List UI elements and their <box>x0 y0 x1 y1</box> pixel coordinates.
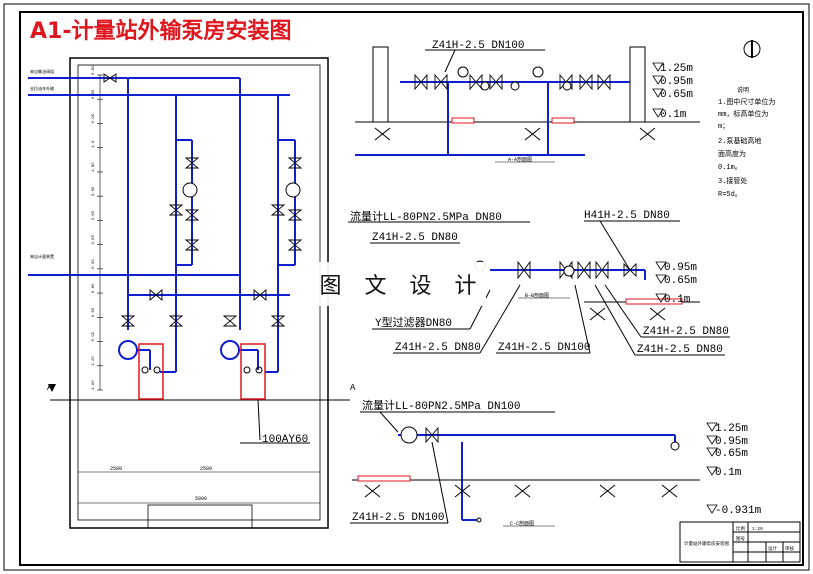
bb-flowmeter-label: 流量计LL-80PN2.5MPa DN80 <box>350 209 502 224</box>
elev-tick-label: 1.85 <box>92 162 96 172</box>
elev-tick-label: 1.25 <box>92 356 96 366</box>
bb-bottom-label-3: Z41H-2.5 DN80 <box>637 344 723 356</box>
plan-view: A A 0.650.650.951.61.853.053.653.850.950… <box>28 57 356 529</box>
note-line-6: 0.1m。 <box>718 164 742 172</box>
valve-icons <box>103 73 303 327</box>
pump-1-icon <box>118 340 164 400</box>
flowmeter-icon <box>400 426 418 444</box>
cc-elev-3: 0.65m <box>715 448 748 460</box>
elev-tick-label: 3.05 <box>92 186 96 196</box>
elev-tick-label: 0.95 <box>92 331 96 341</box>
tb-cell-1: 比例 <box>736 525 745 532</box>
title-block: 计量站外输泵房安装图 比例 1:20 图号 设计 审核 <box>679 521 801 563</box>
title-block-name: 计量站外输泵房安装图 <box>684 540 729 547</box>
section-bb: 流量计LL-80PN2.5MPa DN80 Z41H-2.5 DN80 H41H… <box>348 209 730 356</box>
cc-valve-label: Z41H-2.5 DN100 <box>352 512 444 524</box>
notes-heading: 说明 <box>737 86 749 94</box>
note-line-8: R=5d。 <box>718 191 742 199</box>
bb-bottom-label-1: Z41H-2.5 DN80 <box>395 342 481 354</box>
bb-elev-1: 0.95m <box>664 262 697 274</box>
bb-right-valve-label: Z41H-2.5 DN80 <box>643 326 729 338</box>
north-arrow-icon <box>743 40 761 58</box>
cc-elev-5: -0.931m <box>715 505 762 517</box>
aa-elev-1: 1.25m <box>660 63 693 75</box>
section-mark-right: A <box>350 383 356 393</box>
bb-bottom-label-2: Z41H-2.5 DN100 <box>498 342 590 354</box>
dim-2: 2500 <box>200 466 212 472</box>
plan-elevation-column: 0.65 0.65 0.95 1.6 1.85 3.05 3.65 3.85 0.95 0.65 0… <box>92 65 103 391</box>
pump-model-label: 100AY60 <box>262 434 308 446</box>
inner-frame <box>19 11 804 566</box>
notes-block: 说明 1.图中尺寸单位为 mm，标高单位为 m； 2.泵基础高地 面高度为 0.… <box>718 86 775 199</box>
aa-valve-label: Z41H-2.5 DN100 <box>432 40 524 52</box>
tb-cell-3: 图号 <box>736 536 745 542</box>
elev-tick-label: 0.95 <box>92 259 96 269</box>
note-line-2: mm，标高单位为 <box>718 109 768 119</box>
elev-tick-label: 0.65 <box>92 65 96 75</box>
section-mark-left: A <box>47 383 53 393</box>
inlet-label-1: 来自集油阀组 <box>30 68 54 75</box>
dim-total: 5000 <box>195 496 207 502</box>
elev-tick-label: 0.65 <box>92 307 96 317</box>
note-line-5: 面高度为 <box>718 149 746 159</box>
bb-strainer-label: Y型过滤器DN80 <box>375 315 452 330</box>
bb-elev-3: 0.1m <box>664 294 691 306</box>
elev-tick-label: 3.65 <box>92 210 96 220</box>
cc-flowmeter-label: 流量计LL-80PN2.5MPa DN100 <box>362 398 520 413</box>
cc-caption: C-C剖面图 <box>510 520 534 527</box>
cc-elev-1: 1.25m <box>715 423 748 435</box>
aa-elev-3: 0.65m <box>660 89 693 101</box>
elev-tick-label: 0.65 <box>92 283 96 293</box>
tb-cell-5: 设计 <box>768 545 777 552</box>
aa-caption: A-A剖面图 <box>508 156 532 163</box>
note-line-4: 2.泵基础高地 <box>718 136 761 146</box>
elev-tick-label: 1.95 <box>92 380 96 390</box>
bb-valve-label: Z41H-2.5 DN80 <box>372 232 458 244</box>
cc-elev-4: 0.1m <box>715 467 742 479</box>
bb-elev-2: 0.65m <box>664 275 697 287</box>
dim-1: 2500 <box>110 466 122 472</box>
aa-elev-4: 0.1m <box>660 109 687 121</box>
pump-2-icon <box>220 340 266 400</box>
note-line-3: m； <box>718 123 729 131</box>
pressure-gauge-icon <box>285 182 301 198</box>
elev-tick-label: 3.85 <box>92 234 96 244</box>
aa-elev-2: 0.95m <box>660 76 693 88</box>
bb-caption: B-B剖面图 <box>525 292 549 299</box>
note-line-1: 1.图中尺寸单位为 <box>718 97 775 107</box>
section-aa: Z41H-2.5 DN100 A-A剖面图 <box>355 40 700 163</box>
drawing-title: A1-计量站外输泵房安装图 <box>30 18 291 44</box>
inlet-label-2: 去拉油车外输 <box>30 85 54 92</box>
watermark-banner: 图 文 设 计 <box>318 262 486 306</box>
outer-frame <box>3 3 810 571</box>
note-line-7: 3.接管处 <box>718 176 747 186</box>
section-cc: 流量计LL-80PN2.5MPa DN100 Z41H-2.5 DN100 C-… <box>350 398 762 527</box>
tb-cell-2: 1:20 <box>752 526 763 532</box>
pressure-gauge-icon <box>182 182 198 198</box>
inlet-label-3: 来自计量装置 <box>30 253 54 260</box>
bb-check-label: H41H-2.5 DN80 <box>584 210 670 222</box>
elev-tick-label: 0.95 <box>92 113 96 123</box>
tb-cell-6: 审核 <box>785 545 794 552</box>
elev-tick-label: 1.6 <box>92 140 96 148</box>
cc-elev-2: 0.95m <box>715 436 748 448</box>
